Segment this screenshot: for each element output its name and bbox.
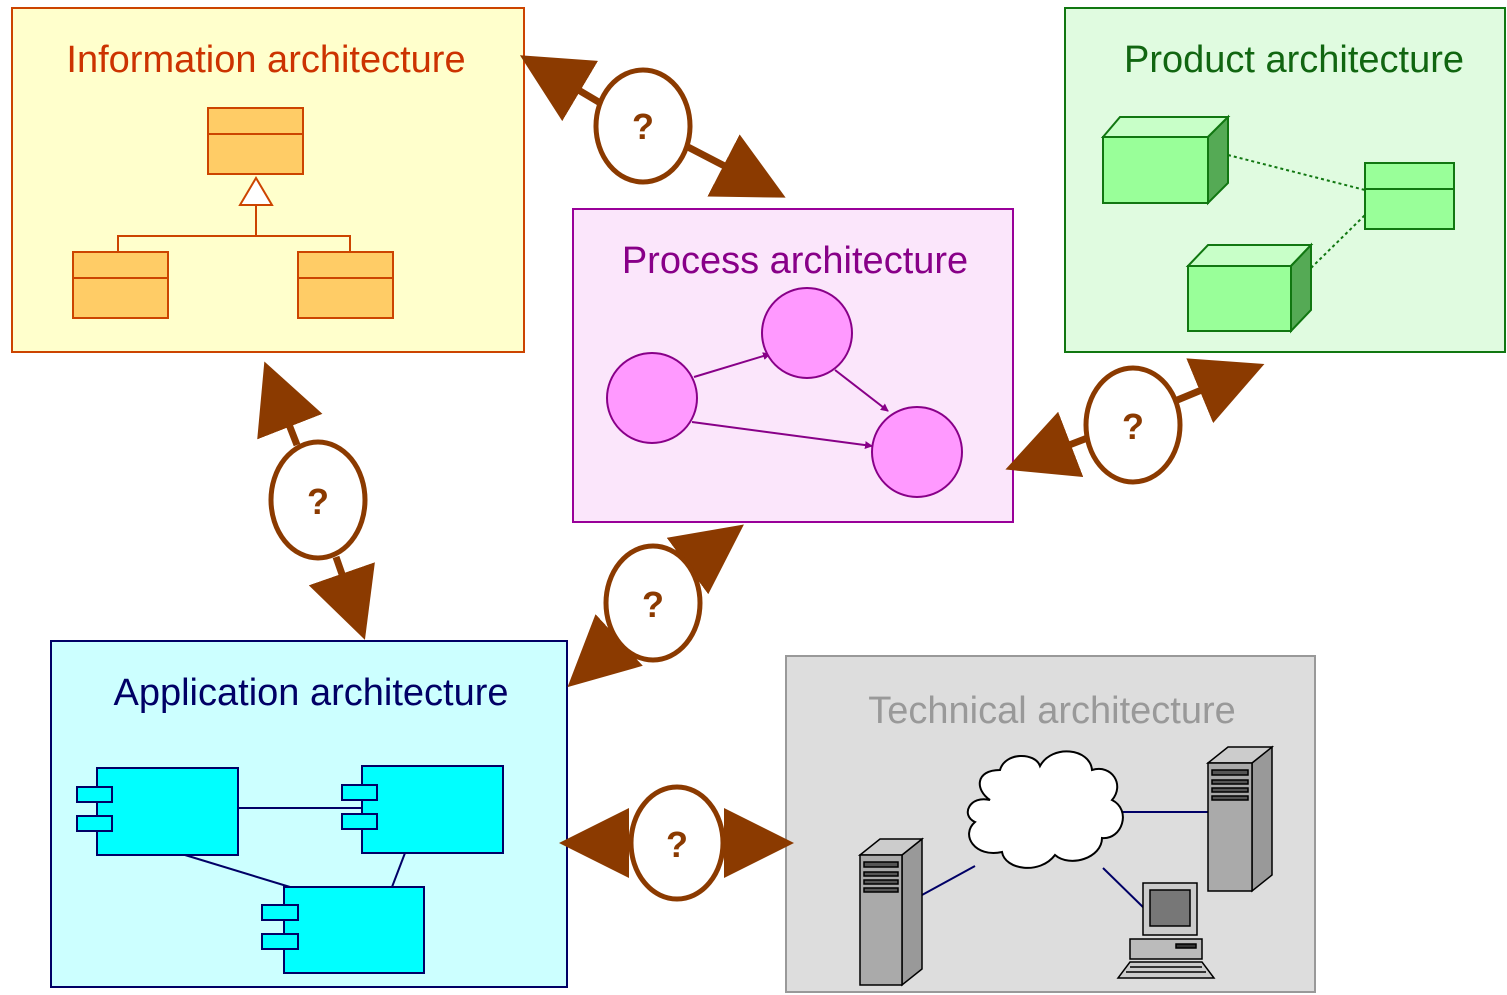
relation-question-bubble	[628, 784, 726, 902]
information-architecture-title: Information architecture	[66, 39, 465, 81]
cube-icon	[1185, 242, 1314, 334]
relation-question-mark: ?	[642, 584, 664, 625]
component-icon	[341, 765, 504, 854]
product-structure-icon	[1100, 114, 1455, 334]
relation-question-bubble	[593, 67, 693, 185]
relation-process-application[interactable]: ?	[567, 524, 744, 688]
relation-question-mark: ?	[307, 481, 329, 522]
process-flow-icon	[606, 287, 963, 498]
component-icon	[76, 767, 239, 856]
server-icon	[1205, 745, 1275, 893]
uml-class-diagram-icon	[72, 107, 394, 319]
cloud-icon	[966, 750, 1124, 869]
state-node-icon	[761, 287, 853, 379]
component-diagram-icon	[76, 765, 504, 974]
relation-info-application[interactable]: ?	[257, 361, 375, 640]
process-architecture-title: Process architecture	[622, 240, 968, 282]
application-architecture-box[interactable]: Application architecture	[50, 640, 568, 988]
uml-class-icon	[72, 251, 169, 319]
state-node-icon	[606, 352, 698, 444]
application-architecture-title: Application architecture	[114, 672, 509, 714]
relation-info-process[interactable]: ?	[519, 55, 786, 198]
cube-icon	[1100, 114, 1231, 206]
relation-question-mark: ?	[666, 824, 688, 865]
inheritance-triangle-icon	[238, 176, 274, 206]
component-icon	[261, 886, 425, 974]
server-icon	[857, 837, 925, 987]
relation-question-bubble	[268, 439, 368, 561]
uml-class-icon	[297, 251, 394, 319]
product-architecture-box[interactable]: Product architecture	[1064, 7, 1506, 353]
relation-question-bubble	[603, 543, 703, 663]
relation-question-bubble	[1083, 365, 1183, 485]
relation-application-technical[interactable]: ?	[559, 784, 794, 902]
computer-icon	[1116, 882, 1216, 979]
uml-class-icon	[207, 107, 304, 175]
relation-process-product[interactable]: ?	[1005, 358, 1265, 485]
technical-architecture-box[interactable]: Technical architecture	[785, 655, 1316, 993]
information-architecture-box[interactable]: Information architecture	[11, 7, 525, 353]
relation-question-mark: ?	[1122, 406, 1144, 447]
product-architecture-title: Product architecture	[1124, 39, 1464, 81]
state-node-icon	[871, 406, 963, 498]
uml-class-icon	[1364, 162, 1455, 230]
process-architecture-box[interactable]: Process architecture	[572, 208, 1014, 523]
relation-question-mark: ?	[632, 106, 654, 147]
technical-architecture-title: Technical architecture	[868, 690, 1236, 732]
network-diagram-icon	[857, 745, 1275, 987]
